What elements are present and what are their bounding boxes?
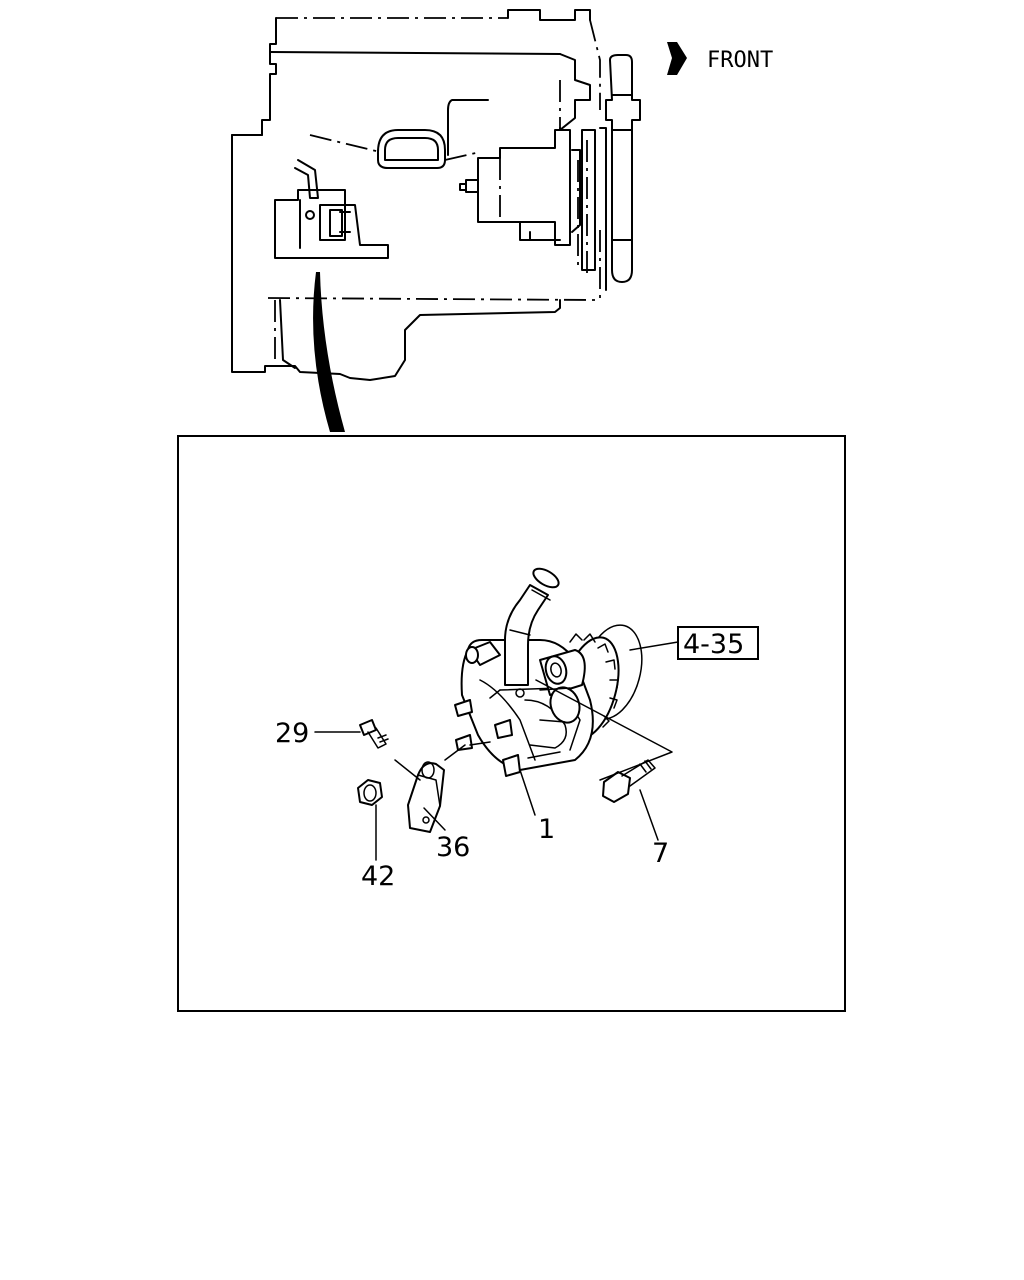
- detail-frame: [177, 435, 846, 1012]
- engine-overview: [231, 9, 641, 432]
- callout-1: 1: [538, 814, 555, 845]
- reference-box-4-35: 4-35: [677, 626, 759, 660]
- callout-42: 42: [361, 861, 395, 892]
- bracket-36: [407, 761, 445, 833]
- front-indicator: FRONT: [667, 42, 773, 75]
- callout-29: 29: [275, 718, 309, 749]
- front-label: FRONT: [707, 48, 773, 73]
- callout-7: 7: [652, 838, 669, 869]
- nut-42: [357, 779, 383, 806]
- callout-36: 36: [436, 832, 470, 863]
- reference-label: 4-35: [683, 629, 744, 660]
- pump-assembly: [454, 567, 643, 777]
- bolt-7: [602, 759, 656, 803]
- right-arrow-icon: [667, 42, 687, 75]
- leader-lines: [314, 641, 679, 861]
- bolt-29: [359, 719, 389, 749]
